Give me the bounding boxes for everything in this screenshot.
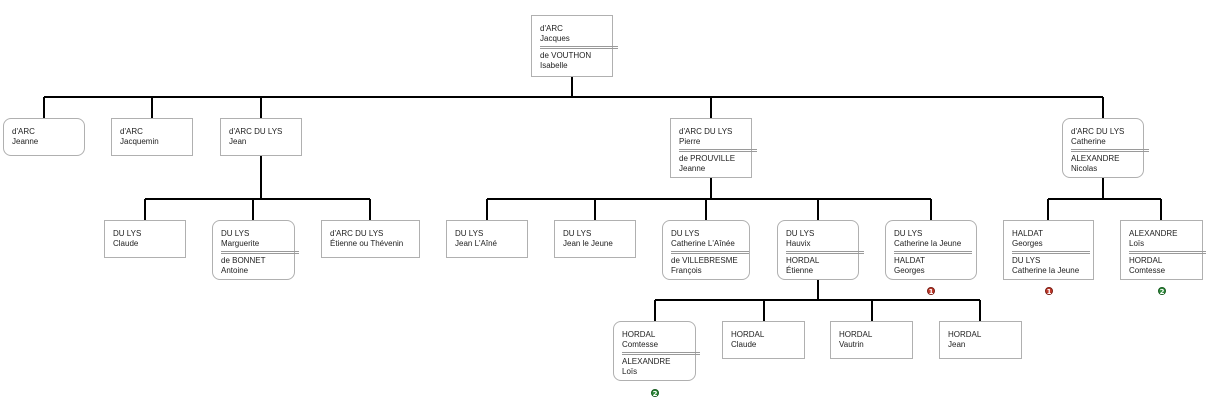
person-first-name: Comtesse (622, 339, 659, 349)
person-first-name: Jean L'Aîné (455, 238, 498, 248)
marriage-separator (1071, 149, 1149, 152)
spouse-surname: de VOUTHON (540, 51, 592, 60)
person-surname: DU LYS (894, 229, 923, 238)
spouse-first-name: Antoine (221, 265, 249, 275)
marker-1-catherine-jeune-badge: 1 (927, 287, 935, 296)
marriage-separator (622, 352, 700, 355)
person-surname: DU LYS (671, 229, 700, 238)
spouse-surname: HORDAL (786, 256, 820, 265)
person-first-name: Loïs (1129, 238, 1145, 248)
person-surname: DU LYS (786, 229, 815, 238)
person-first-name: Catherine L'Aînée (671, 238, 735, 248)
marriage-separator (786, 251, 864, 254)
person-surname: HORDAL (948, 330, 982, 339)
person-first-name: Jean (229, 136, 247, 146)
person-surname: HORDAL (839, 330, 873, 339)
person-surname: DU LYS (455, 229, 484, 238)
marriage-separator (1012, 251, 1090, 254)
person-surname: HORDAL (622, 330, 656, 339)
spouse-surname: HALDAT (894, 256, 925, 265)
spouse-surname: de BONNET (221, 256, 266, 265)
person-surname: d'ARC (540, 24, 563, 33)
person-first-name: Claude (113, 238, 139, 248)
marriage-separator (1129, 251, 1206, 254)
person-surname: HALDAT (1012, 229, 1043, 238)
person-surname: DU LYS (563, 229, 592, 238)
person-surname: DU LYS (221, 229, 250, 238)
spouse-surname: de VILLEBRESME (671, 256, 738, 265)
person-first-name: Pierre (679, 136, 701, 146)
spouse-first-name: Nicolas (1071, 163, 1098, 173)
person-first-name: Hauvix (786, 238, 811, 248)
marriage-separator (679, 149, 757, 152)
spouse-surname: DU LYS (1012, 256, 1041, 265)
marker-2-hordal-badge: 2 (651, 389, 659, 398)
marriage-separator (540, 46, 618, 49)
spouse-first-name: Loïs (622, 366, 638, 376)
person-first-name: Claude (731, 339, 757, 349)
marriage-separator (671, 251, 749, 254)
person-first-name: Jeanne (12, 136, 39, 146)
person-first-name: Marguerite (221, 238, 260, 248)
person-surname: d'ARC DU LYS (1071, 127, 1125, 136)
spouse-first-name: Comtesse (1129, 265, 1166, 275)
person-first-name: Vautrin (839, 339, 864, 349)
person-first-name: Jean (948, 339, 966, 349)
spouse-first-name: Étienne (786, 265, 814, 275)
spouse-surname: de PROUVILLE (679, 154, 736, 163)
person-surname: d'ARC DU LYS (679, 127, 733, 136)
marriage-separator (894, 251, 972, 254)
marriage-separator (221, 251, 299, 254)
person-surname: d'ARC (120, 127, 143, 136)
person-first-name: Georges (1012, 238, 1043, 248)
person-surname: DU LYS (113, 229, 142, 238)
person-first-name: Catherine (1071, 136, 1106, 146)
person-surname: d'ARC DU LYS (229, 127, 283, 136)
spouse-first-name: Isabelle (540, 60, 568, 70)
spouse-first-name: Catherine la Jeune (1012, 265, 1080, 275)
person-first-name: Jacquemin (120, 136, 159, 146)
spouse-surname: ALEXANDRE (622, 357, 671, 366)
person-first-name: Jacques (540, 33, 570, 43)
spouse-first-name: Georges (894, 265, 925, 275)
person-surname: d'ARC DU LYS (330, 229, 384, 238)
person-surname: ALEXANDRE (1129, 229, 1178, 238)
person-first-name: Jean le Jeune (563, 238, 613, 248)
person-surname: d'ARC (12, 127, 35, 136)
spouse-surname: HORDAL (1129, 256, 1163, 265)
spouse-surname: ALEXANDRE (1071, 154, 1120, 163)
spouse-first-name: François (671, 265, 702, 275)
marker-2-alexandre-badge: 2 (1158, 287, 1166, 296)
person-first-name: Étienne ou Thévenin (330, 238, 404, 248)
marker-1-haldat-badge: 1 (1045, 287, 1053, 296)
person-surname: HORDAL (731, 330, 765, 339)
person-first-name: Catherine la Jeune (894, 238, 962, 248)
spouse-first-name: Jeanne (679, 163, 706, 173)
